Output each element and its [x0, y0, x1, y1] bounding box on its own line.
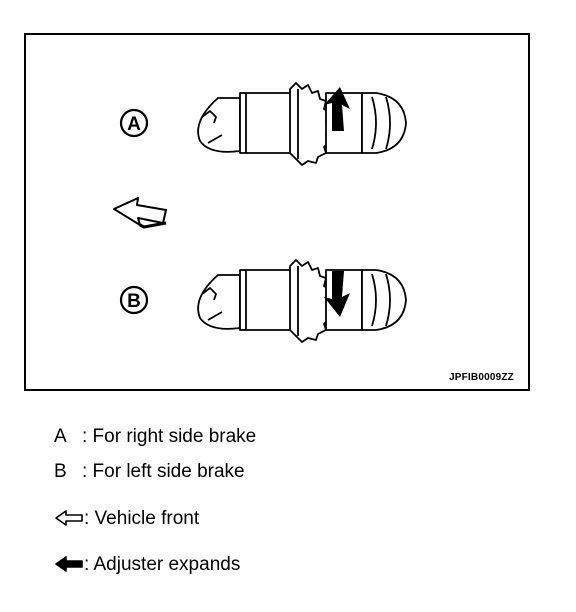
adjuster-b [197, 259, 407, 343]
adjuster-a [197, 82, 407, 166]
legend-key-b: B [54, 461, 67, 482]
rotation-arrow-down-icon [324, 271, 350, 317]
figure-code: JPFIB0009ZZ [448, 372, 514, 383]
svg-text:A: A [127, 114, 141, 135]
callout-b: B [119, 285, 149, 315]
legend-b: B : For left side brake [54, 461, 245, 483]
legend-text-b: : For left side brake [82, 461, 245, 482]
legend-key-a: A [54, 426, 67, 447]
vehicle-front-arrow-icon [113, 197, 167, 226]
solid-arrow-left-icon [54, 555, 84, 579]
adjuster-diagram: A B [113, 82, 407, 343]
legend-text-vehicle-front: : Vehicle front [84, 508, 200, 529]
svg-text:B: B [127, 291, 141, 312]
diagram-frame: A B [24, 33, 530, 391]
rotation-arrow-up-icon [324, 87, 350, 131]
outline-arrow-left-icon [54, 509, 84, 533]
legend-a: A : For right side brake [54, 426, 256, 448]
callout-a: A [119, 108, 149, 138]
legend-adjuster-expands: : Adjuster expands [54, 554, 240, 579]
legend-vehicle-front: : Vehicle front [54, 508, 199, 533]
legend-text-a: : For right side brake [82, 426, 257, 447]
legend-text-adjuster-expands: : Adjuster expands [84, 554, 241, 575]
